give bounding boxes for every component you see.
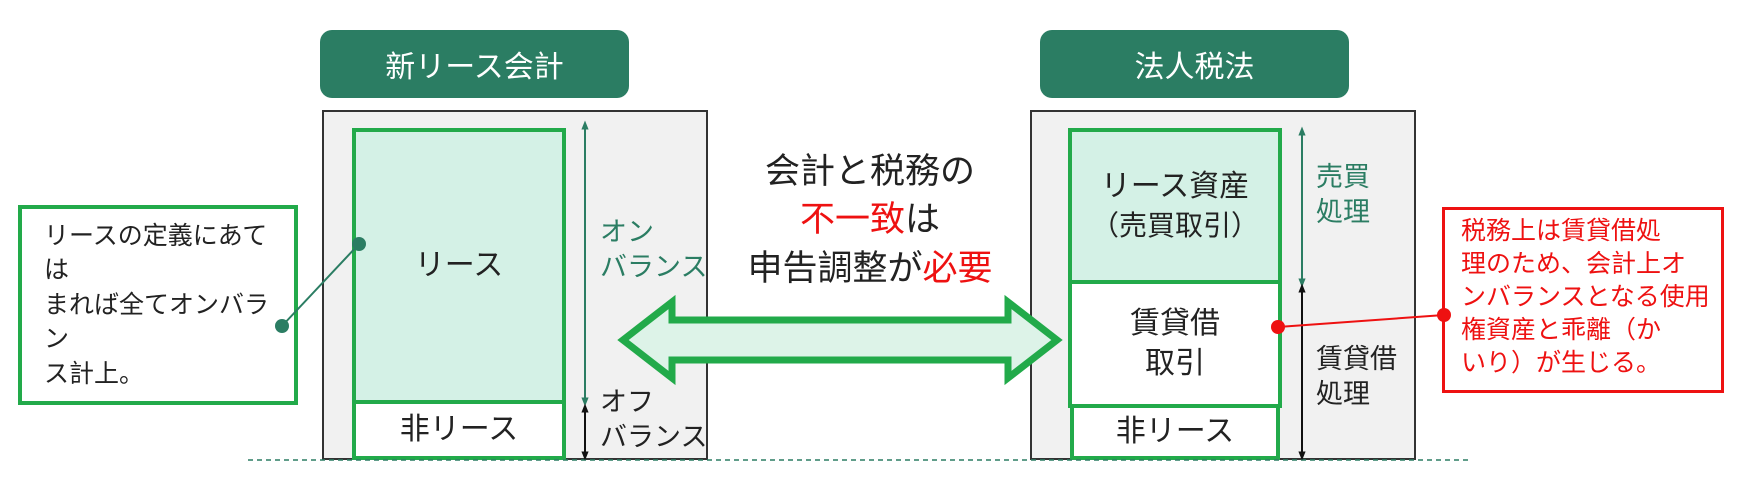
rental-processing-label: 賃貸借 処理: [1316, 344, 1397, 411]
right-callout-dot-start: [1271, 320, 1285, 334]
on-balance-label: オン バランス: [600, 217, 708, 284]
mismatch-line-2: 不一致は: [799, 200, 941, 241]
right-callout-line-4: 権資産と乖離（か: [1461, 315, 1662, 344]
double-arrow: [617, 294, 1063, 386]
mismatch-message: 会計と税務の 不一致は 申告調整が必要: [720, 148, 1020, 293]
left-callout-line-3: ス計上。: [44, 358, 145, 388]
right-callout-line-1: 税務上は賃貸借処: [1461, 216, 1662, 245]
right-header: 法人税法: [1040, 30, 1349, 98]
right-callout-line-5: いり）が生じる。: [1461, 348, 1662, 377]
lease-box-label: リース: [414, 247, 504, 283]
rental-label-1: 賃貸借: [1130, 305, 1220, 341]
left-callout-line-2: まれば全てオンバラン: [44, 289, 270, 354]
rental-label-2: 取引: [1145, 346, 1205, 381]
right-callout: 税務上は賃貸借処 理のため、会計上オ ンバランスとなる使用 権資産と乖離（か い…: [1442, 207, 1724, 393]
left-header: 新リース会計: [320, 30, 629, 98]
right-callout-connector: [1277, 314, 1445, 328]
left-callout-dot-end: [352, 237, 366, 251]
left-callout-connector: [281, 243, 360, 327]
left-non-lease-box: 非リース: [352, 400, 566, 460]
left-callout-line-1: リースの定義にあては: [44, 220, 268, 285]
right-callout-dot-end: [1437, 308, 1451, 322]
right-non-lease-box: 非リース: [1070, 404, 1280, 460]
off-balance-label: オフ バランス: [600, 387, 708, 454]
sale-transaction-label: （売買取引）: [1090, 209, 1259, 243]
right-callout-line-3: ンバランスとなる使用: [1461, 282, 1710, 311]
left-non-lease-label: 非リース: [399, 411, 519, 447]
lease-asset-label: リース資産: [1100, 168, 1250, 204]
lease-asset-box: リース資産 （売買取引）: [1068, 128, 1282, 284]
mismatch-line-1: 会計と税務の: [764, 152, 975, 192]
right-non-lease-label: 非リース: [1115, 413, 1235, 449]
left-callout-dot-start: [275, 319, 289, 333]
left-callout: リースの定義にあては まれば全てオンバラン ス計上。: [18, 205, 298, 405]
sale-processing-label: 売買 処理: [1316, 162, 1370, 229]
mismatch-line-3: 申告調整が必要: [747, 248, 993, 289]
right-callout-line-2: 理のため、会計上オ: [1461, 249, 1687, 278]
